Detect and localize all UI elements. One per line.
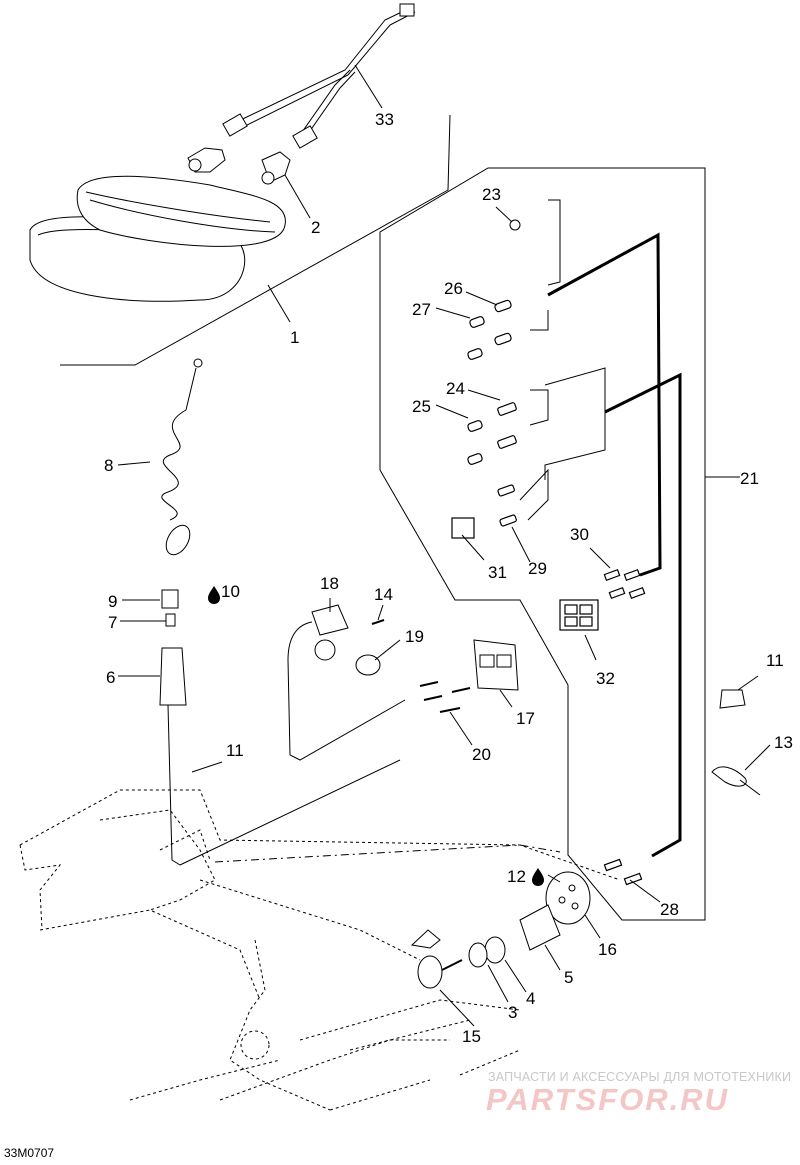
callout-11: 11 [226,741,244,760]
callout-11: 11 [766,651,784,670]
callout-9: 9 [108,592,117,611]
callout-30: 30 [570,525,589,544]
callout-32: 32 [596,669,615,688]
switch-harness-18 [179,604,519,866]
callout-8: 8 [104,456,113,475]
callout-26: 26 [444,279,463,298]
callout-19: 19 [405,627,424,646]
callout-28: 28 [660,900,679,919]
callout-27: 27 [412,300,431,319]
callout-20: 20 [472,745,491,764]
callout-7: 7 [108,613,117,632]
callout-29: 29 [528,559,547,578]
clip-and-tie [711,689,761,796]
watermark-tagline: ЗАПЧАСТИ И АКСЕССУАРЫ ДЛЯ МОТОТЕХНИКИ [488,1070,792,1084]
oil-drop-icon [208,586,220,604]
reference-code: 33M0707 [4,1146,55,1160]
ignition-switch-group [410,871,591,989]
callout-14: 14 [374,585,393,604]
callout-15: 15 [462,1027,481,1046]
callout-17: 17 [516,709,535,728]
callout-5: 5 [564,968,573,987]
callout-2: 2 [311,218,320,237]
callout-6: 6 [106,668,115,687]
callout-24: 24 [446,379,465,398]
callout-1: 1 [290,328,299,347]
callout-18: 18 [320,574,339,593]
wiring-harness-panel [379,167,706,921]
headlight-assembly [29,3,451,366]
chassis-frame [19,789,621,1111]
callout-25: 25 [412,397,431,416]
watermark-logo: PARTSFOR.RU [486,1082,730,1117]
callout-33: 33 [375,110,394,129]
callout-13: 13 [774,733,793,752]
callout-3: 3 [508,1003,517,1022]
callout-31: 31 [488,563,507,582]
leader-lines [117,64,771,1027]
oil-drop-icon [532,868,544,886]
callout-21: 21 [740,469,759,488]
callout-16: 16 [598,940,617,959]
callout-23: 23 [482,185,501,204]
callout-4: 4 [526,989,535,1008]
callouts: 33 2 1 8 9 10 7 6 11 18 14 19 17 20 23 2… [104,110,793,1046]
tether-cord-assembly [159,358,203,866]
callout-10: 10 [221,582,240,601]
callout-12: 12 [507,867,526,886]
